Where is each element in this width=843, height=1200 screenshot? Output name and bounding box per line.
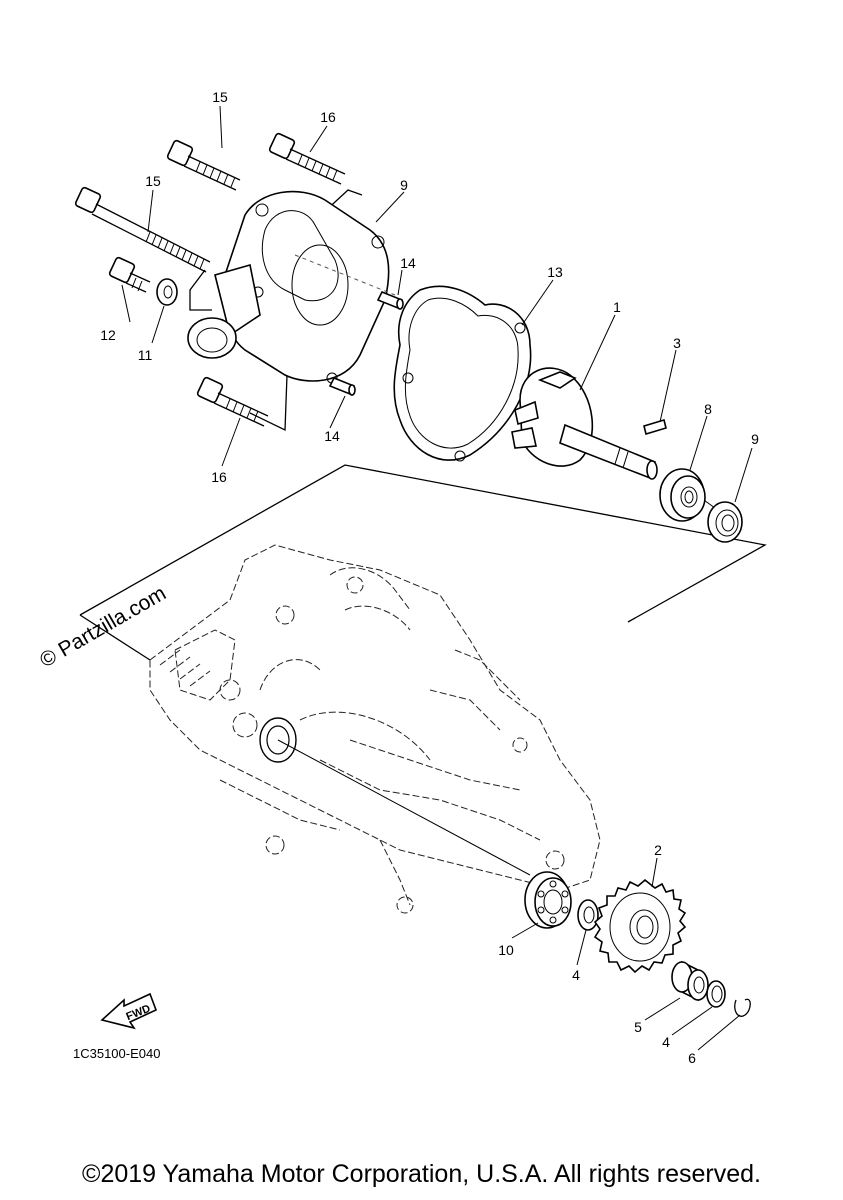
callout-5: 5	[634, 1019, 642, 1035]
bolt-16-top-right	[268, 132, 346, 185]
callout-10: 9	[400, 177, 408, 193]
oil-seal-8	[707, 501, 743, 543]
bolt-16-top-left	[166, 139, 241, 191]
callout-4-outer: 4	[662, 1034, 670, 1050]
diagram-code: 1C35100-E040	[73, 1046, 160, 1061]
dowel-pin-14-bottom	[328, 376, 356, 396]
callout-3: 3	[673, 335, 681, 351]
callout-15: 15	[145, 173, 161, 189]
callout-7: 8	[704, 401, 712, 417]
washer-11	[156, 278, 178, 306]
copyright-notice: ©2019 Yamaha Motor Corporation, U.S.A. A…	[82, 1160, 761, 1188]
callout-4-inner: 4	[572, 967, 580, 983]
callout-16-top-right: 16	[320, 109, 336, 125]
collar-5	[671, 960, 709, 1002]
bolt-12	[108, 256, 151, 293]
callout-11: 11	[138, 347, 153, 363]
long-bolt-15	[74, 186, 211, 273]
bearing-9	[524, 871, 572, 929]
callout-16-bottom: 16	[211, 469, 227, 485]
fwd-arrow-icon: FWD	[100, 992, 158, 1030]
pump-drive-gear-2	[593, 878, 687, 974]
pin-3	[643, 418, 667, 436]
circlip-6	[734, 998, 751, 1017]
partzilla-watermark: © Partzilla.com	[36, 582, 170, 673]
callout-labels: 15 16 15 9 14 13 12 11 1 3 8 9 14 16 2 1…	[100, 89, 759, 1066]
callout-1: 1	[613, 299, 621, 315]
crankcase-outline	[149, 544, 601, 914]
callout-8: 9	[751, 431, 759, 447]
washer-4-outer	[706, 980, 726, 1008]
callout-6: 6	[688, 1050, 696, 1066]
callout-13: 13	[547, 264, 563, 280]
bearing-7	[659, 468, 706, 522]
leader-lines	[121, 105, 753, 1051]
water-pump-housing-10	[187, 190, 396, 384]
impeller-shaft-1	[511, 367, 658, 480]
callout-14-bottom: 14	[324, 428, 340, 444]
bolt-16-bottom	[196, 376, 269, 427]
dowel-pin-14-top	[376, 290, 404, 310]
callout-12: 12	[100, 327, 116, 343]
callout-14-top: 14	[400, 255, 416, 271]
callout-16-top-left: 15	[212, 89, 228, 105]
gasket-13	[393, 285, 532, 462]
callout-9: 10	[498, 942, 514, 958]
washer-4-inner	[577, 899, 599, 931]
callout-2: 2	[654, 842, 662, 858]
